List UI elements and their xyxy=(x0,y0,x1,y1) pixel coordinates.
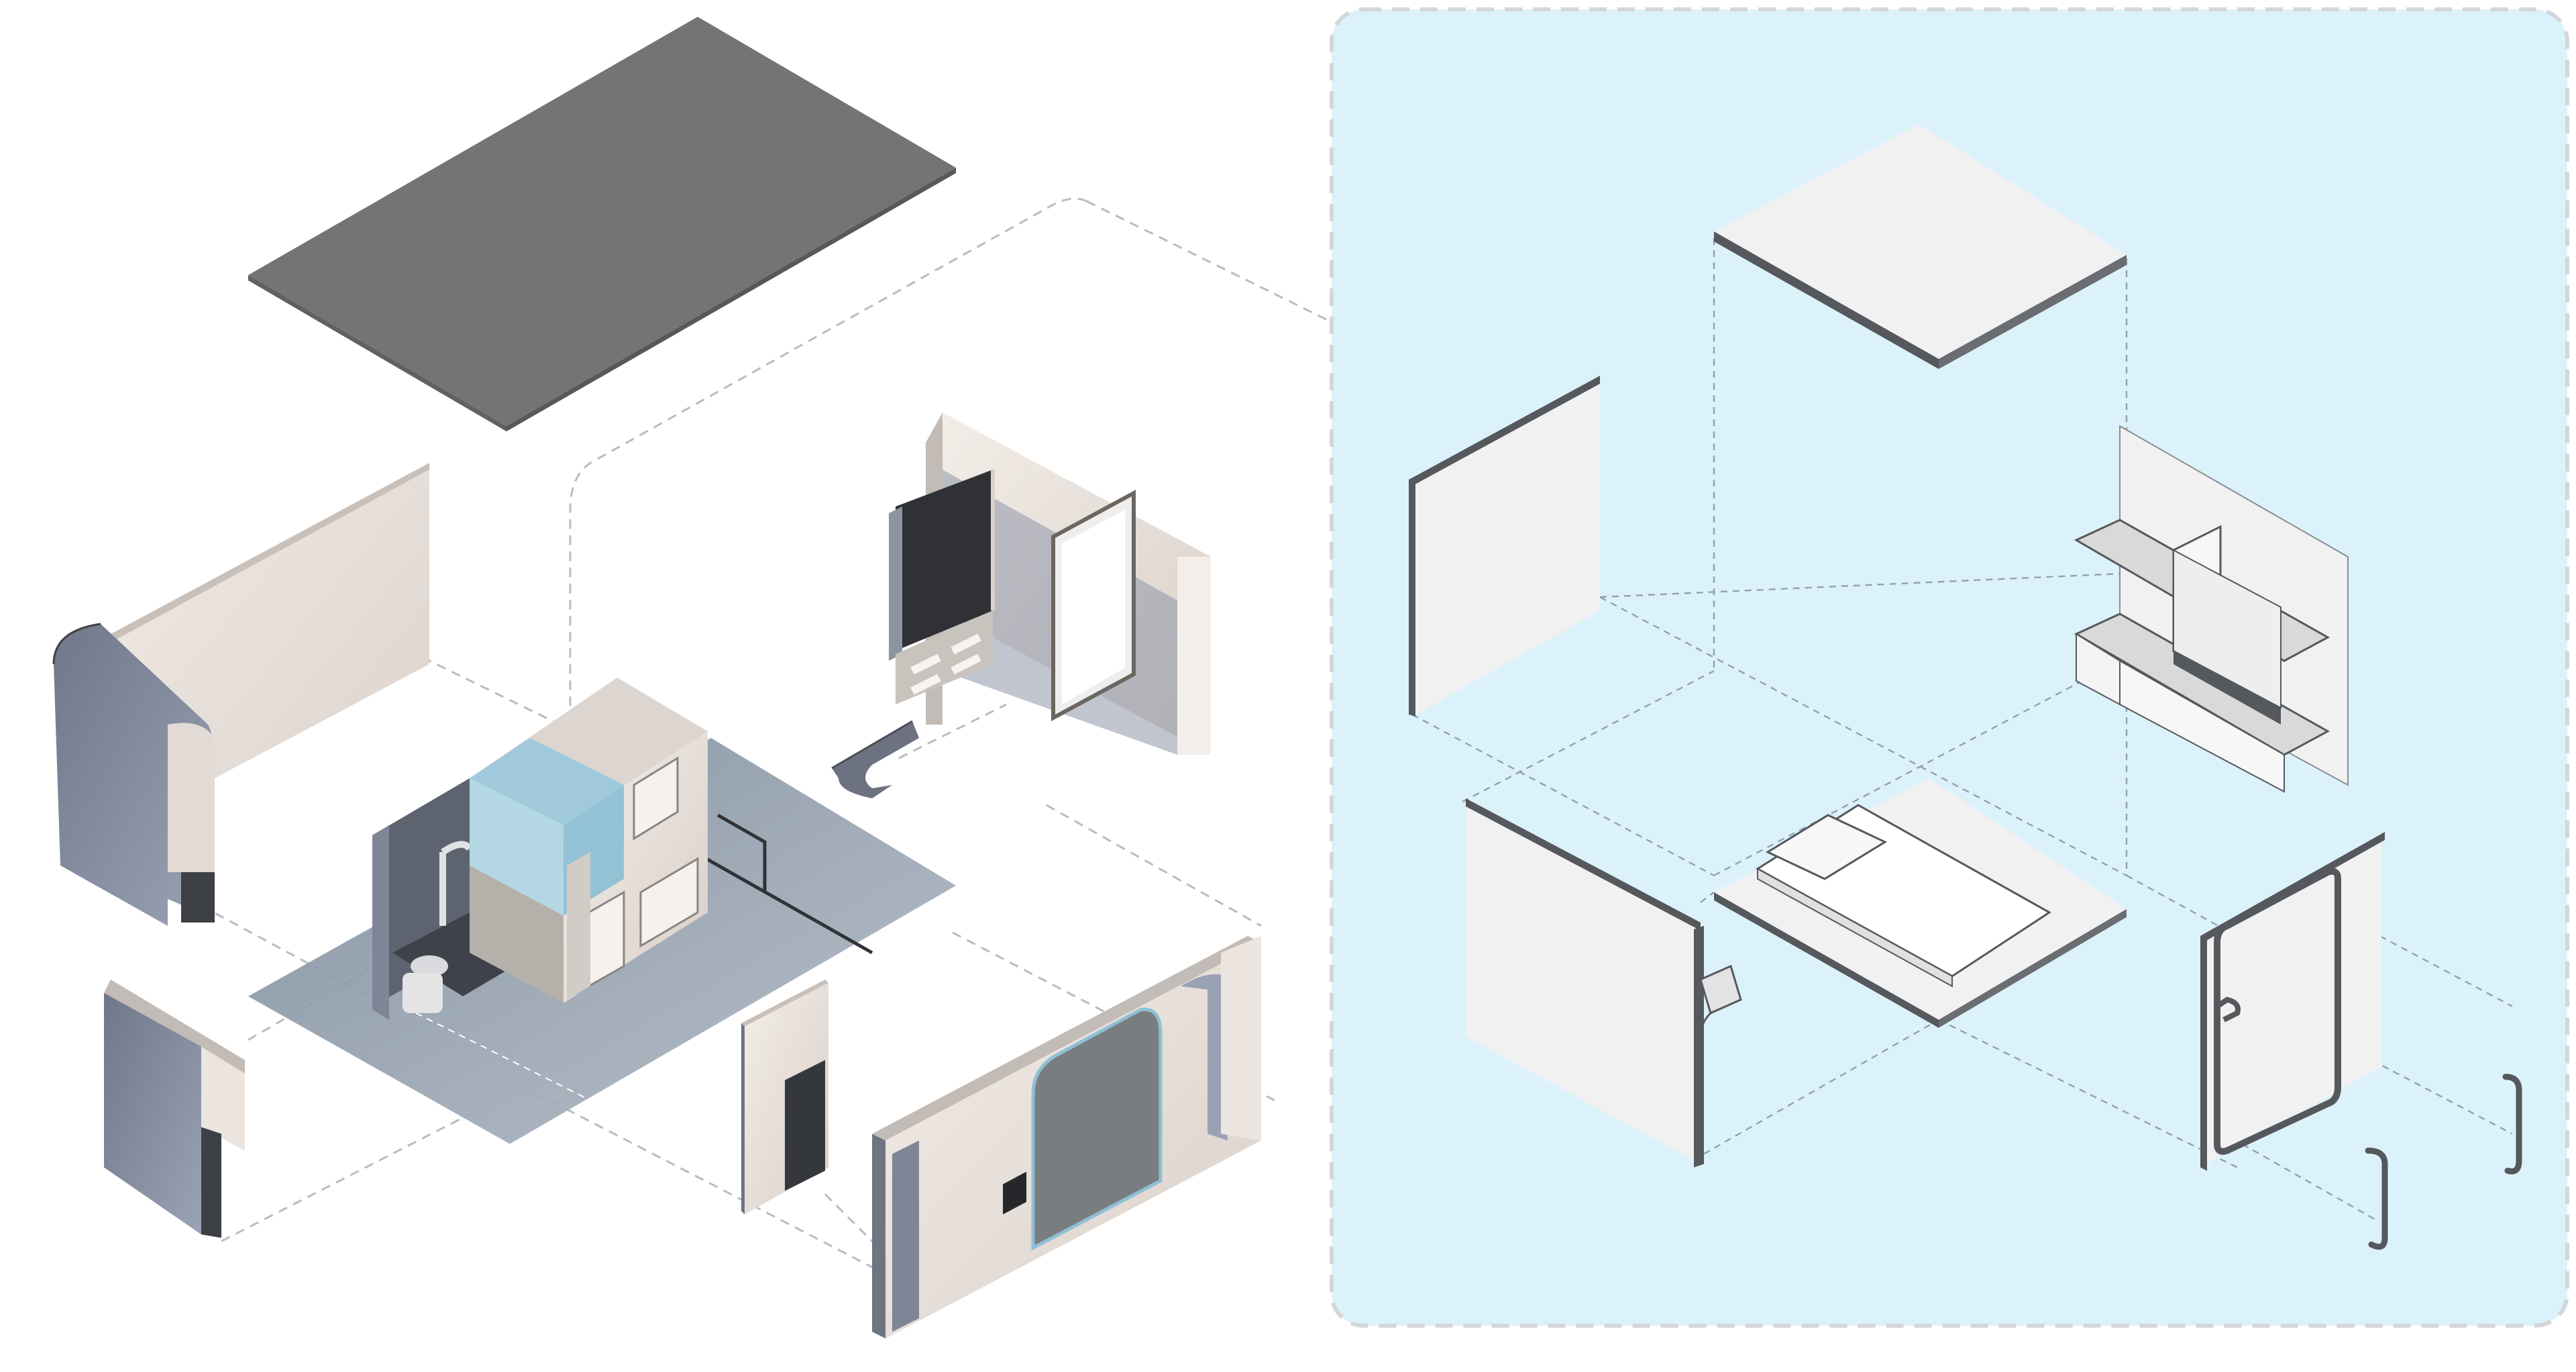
kit-bed-platform xyxy=(1714,778,2127,1028)
bathroom-storage-core xyxy=(372,678,708,1020)
kit-shelving-wall xyxy=(2074,425,2349,793)
left-curved-wall xyxy=(52,463,429,926)
window-wardrobe-wall xyxy=(889,413,1211,755)
kit-desk-wall-panel xyxy=(1466,798,1742,1167)
narrow-door-panel xyxy=(741,980,828,1214)
kit-back-wall-panel xyxy=(1409,376,1600,717)
entrance-door-wall xyxy=(872,936,1261,1338)
kit-door-panel xyxy=(2200,832,2385,1171)
kit-ceiling-panel xyxy=(1714,124,2127,369)
kit-door-handles xyxy=(2365,1073,2522,1250)
roof-panel xyxy=(248,17,956,431)
corner-wall-panel xyxy=(104,980,245,1238)
step-bracket xyxy=(831,720,919,798)
